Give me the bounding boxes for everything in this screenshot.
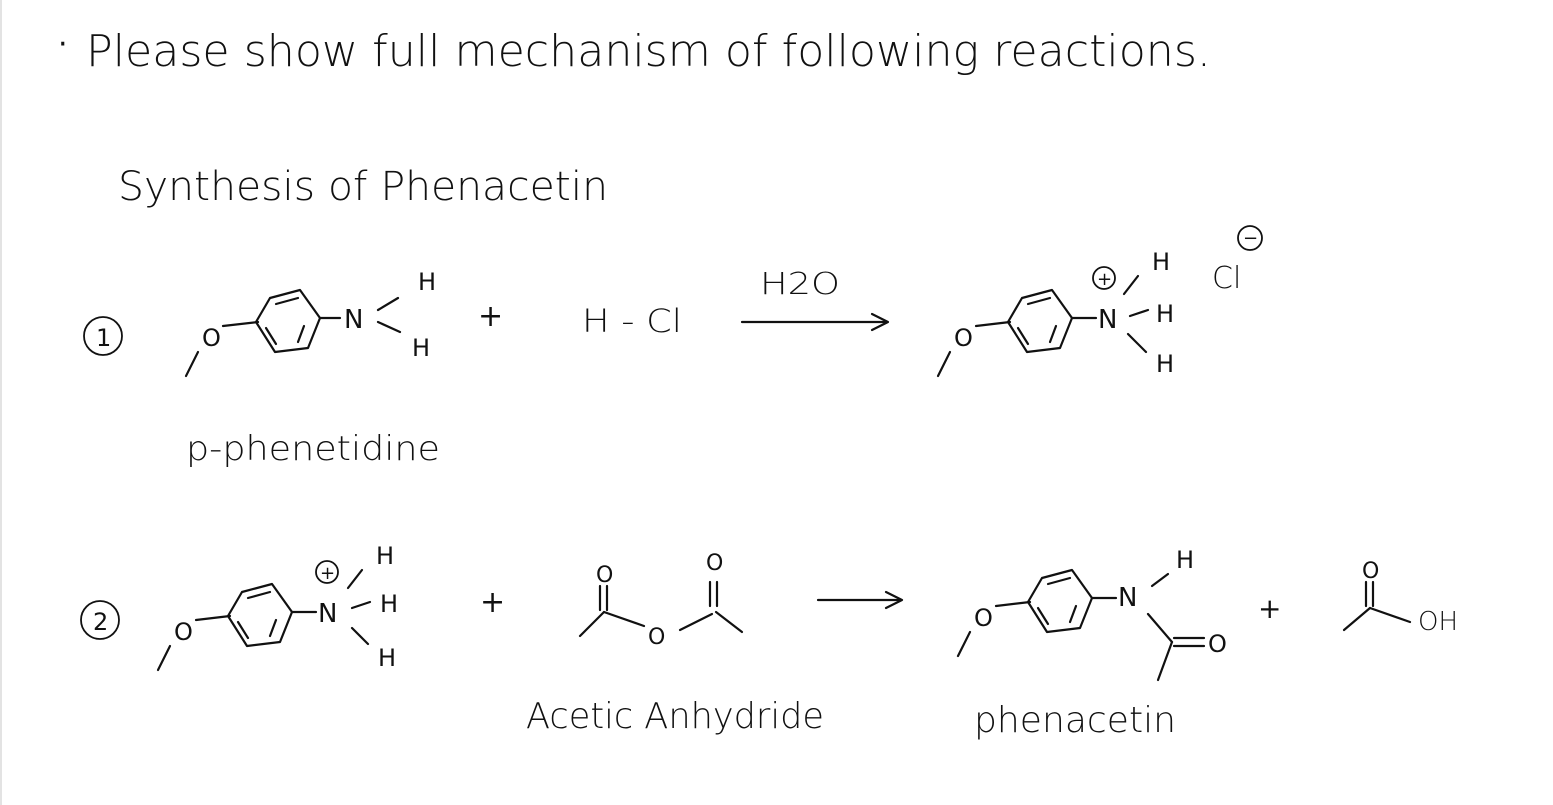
benzene-ring (1006, 288, 1074, 354)
benzene-ring (1026, 568, 1094, 634)
plus-sign: + (1258, 592, 1281, 625)
anilinium-reactant-structure: O N + H H H (156, 542, 398, 672)
nitrogen-atom: N (1118, 583, 1137, 613)
oxygen-atom: O (202, 324, 221, 352)
oxygen-atom: O (974, 604, 993, 632)
hydrogen-atom: H (376, 542, 394, 570)
p-phenetidine-label: p-phenetidine (186, 429, 440, 469)
oxygen-atom: O (1362, 559, 1379, 584)
plus-sign: + (478, 299, 503, 334)
acetic-anhydride-structure: O O O (578, 551, 744, 650)
reaction-2: 2 O N + H H H + O (80, 542, 1458, 741)
oxygen-atom: O (174, 618, 193, 646)
plus-sign: + (480, 585, 505, 620)
anilinium-chloride-structure: O N + H H H Cl − (936, 225, 1263, 378)
hydrogen-atom: H (412, 334, 430, 362)
reaction-number: 1 (96, 324, 111, 352)
positive-charge (1092, 266, 1116, 290)
oxygen-atom: O (706, 551, 723, 576)
page-left-border (0, 0, 2, 805)
reaction-number: 2 (93, 608, 108, 636)
nitrogen-atom: N (318, 599, 337, 629)
phenacetin-label: phenacetin (974, 700, 1176, 741)
svg-text:+: + (320, 563, 335, 584)
hydrogen-atom: H (378, 644, 396, 672)
section-title: Synthesis of Phenacetin (118, 164, 608, 210)
oxygen-atom: O (954, 324, 973, 352)
oxygen-atom: O (1208, 630, 1227, 658)
hydrogen-atom: H (1156, 300, 1174, 328)
benzene-ring (226, 582, 294, 648)
svg-text:+: + (1097, 269, 1112, 290)
phenacetin-structure: O N H O (956, 546, 1227, 682)
reaction-number-circle (80, 600, 120, 640)
hydrogen-atom: H (418, 268, 436, 296)
bullet-mark: · (58, 27, 68, 62)
svg-text:−: − (1243, 228, 1258, 249)
hydroxyl-group: OH (1418, 607, 1458, 637)
reaction-number-circle (83, 316, 123, 356)
instruction-text: Please show full mechanism of following … (86, 26, 1211, 77)
positive-charge (315, 560, 339, 584)
reaction-arrow-head (884, 590, 904, 610)
p-phenetidine-structure: O N H H (184, 268, 436, 378)
hydrogen-atom: H (1156, 350, 1174, 378)
hydrogen-atom: H (380, 590, 398, 618)
oxygen-atom: O (648, 625, 665, 650)
nitrogen-atom: N (1098, 305, 1117, 335)
nitrogen-atom: N (344, 305, 363, 335)
chloride-ion: Cl (1212, 261, 1241, 296)
negative-charge (1237, 225, 1263, 251)
hydrogen-chloride: H - Cl (582, 302, 682, 340)
oxygen-atom: O (596, 563, 613, 588)
reaction-condition-water: H2O (760, 267, 840, 302)
reaction-arrow-head (870, 312, 890, 332)
reaction-1: 1 O N H H p-phenetidine + H - Cl H2O O (83, 225, 1263, 469)
acetic-acid-structure: O OH (1342, 559, 1458, 637)
acetic-anhydride-label: Acetic Anhydride (526, 696, 824, 737)
benzene-ring (254, 288, 322, 354)
hydrogen-atom: H (1176, 546, 1194, 574)
hydrogen-atom: H (1152, 248, 1170, 276)
